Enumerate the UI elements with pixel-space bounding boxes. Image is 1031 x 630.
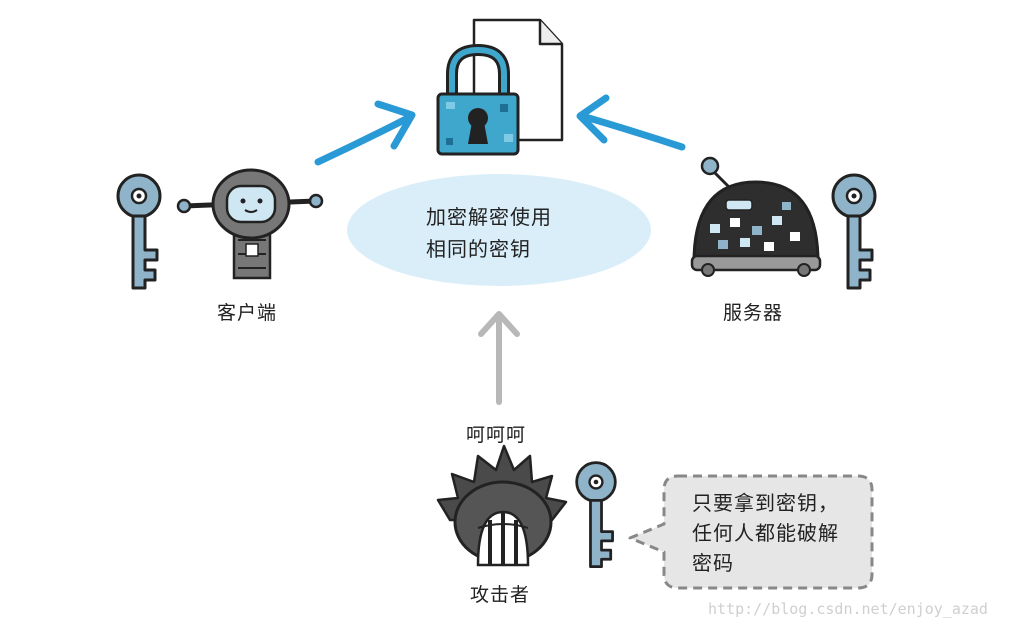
robot-icon: [176, 168, 324, 280]
attacker-label: 攻击者: [470, 584, 531, 606]
attacker-icon: [436, 444, 568, 567]
server-arrow: [576, 94, 686, 151]
padlock-icon: [436, 43, 520, 156]
attacker-note: 只要拿到密钥， 任何人都能破解 密码: [692, 488, 839, 578]
attacker-note-line-3: 密码: [692, 551, 734, 575]
server-key-icon: [831, 173, 877, 290]
speech-bubble: [628, 474, 874, 590]
attacker-note-line-2: 任何人都能破解: [692, 521, 839, 545]
server-label: 服务器: [723, 302, 784, 324]
client-arrow: [314, 100, 416, 166]
center-note-line-2: 相同的密钥: [426, 237, 531, 261]
attacker-key-icon: [575, 461, 617, 569]
client-key-icon: [116, 173, 162, 290]
server-robot-icon: [690, 156, 822, 277]
shared-key-ellipse: [347, 174, 651, 286]
client-label: 客户端: [217, 302, 278, 324]
laugh-text: 呵呵呵: [466, 424, 527, 446]
attacker-arrow: [478, 311, 520, 405]
center-note-line-1: 加密解密使用: [426, 205, 552, 229]
center-note: 加密解密使用 相同的密钥: [426, 201, 552, 265]
watermark: http://blog.csdn.net/enjoy_azad: [708, 600, 988, 618]
attacker-note-line-1: 只要拿到密钥，: [692, 491, 839, 515]
